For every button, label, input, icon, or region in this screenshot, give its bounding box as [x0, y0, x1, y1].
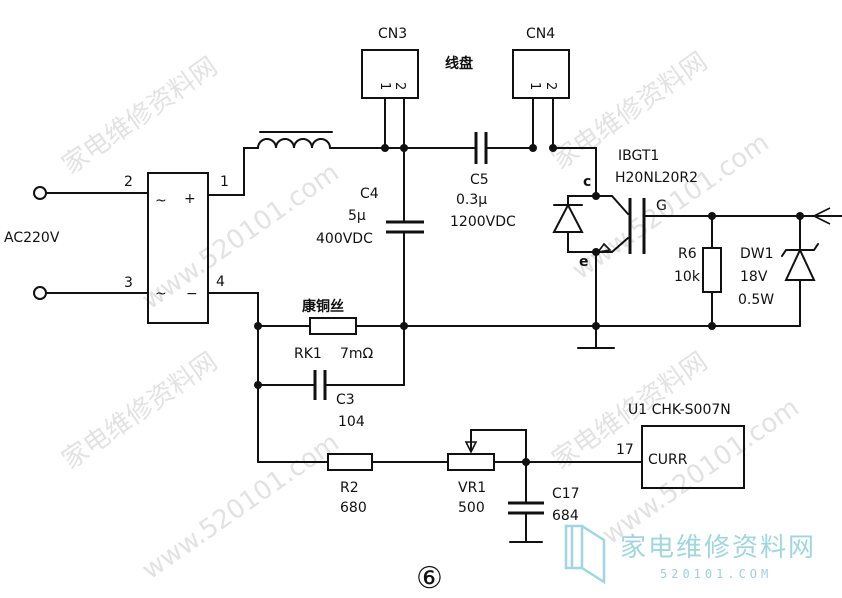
junction-bus-emitter: [592, 322, 600, 330]
watermark-url-3: www.520101.com: [137, 428, 345, 586]
figure-number: ⑥: [416, 561, 443, 596]
resistor-rk1: [309, 317, 357, 335]
label-r6-value: 10k: [674, 269, 701, 285]
site-logo: 家电维修资料网 520101.COM: [564, 524, 816, 585]
label-bridge-pin2: 2: [124, 174, 133, 190]
label-cn4: CN4: [526, 26, 555, 42]
label-c4-voltage: 400VDC: [316, 231, 373, 247]
label-r2-value: 680: [340, 500, 367, 516]
watermark-layer: 家电维修资料网 www.520101.com 家电维修资料网 www.52010…: [57, 47, 805, 586]
label-u1-pin: 17: [616, 442, 634, 458]
connector-cn4: [512, 49, 570, 99]
wire-bridge-plus: [207, 147, 259, 196]
wire-bridge-minus: [207, 292, 259, 463]
label-bridge-plus: +: [184, 191, 196, 207]
choke-inductor: [257, 131, 333, 149]
label-c5-voltage: 1200VDC: [450, 214, 516, 230]
vr1-wiper: [470, 429, 527, 463]
label-vr1-value: 500: [458, 500, 485, 516]
junction-cn3-1: [381, 144, 389, 152]
junction-bus-r6: [708, 322, 716, 330]
label-dw1-name: DW1: [740, 246, 774, 262]
wire-cn4-to-collector: [552, 147, 597, 197]
watermark-text-3: 家电维修资料网: [57, 347, 223, 476]
label-rk1-material: 康铜丝: [302, 298, 344, 315]
label-cn4-pin1: 1: [527, 82, 542, 90]
label-r6-name: R6: [678, 246, 697, 262]
zener-dw1: [781, 243, 819, 281]
label-cn3-pin2: 2: [392, 82, 407, 90]
ic-u1: [641, 425, 745, 489]
label-igbt-gate: G: [656, 198, 667, 214]
ac-terminal-top: [33, 186, 47, 200]
label-dw1-value: 18V: [740, 269, 768, 285]
label-igbt-name: IBGT1: [618, 148, 659, 164]
label-igbt-part: H20NL20R2: [615, 170, 698, 186]
label-cn3: CN3: [378, 26, 407, 42]
label-r2-name: R2: [340, 480, 359, 496]
label-c4-value: 5μ: [348, 208, 366, 224]
label-c4-name: C4: [360, 186, 379, 202]
label-c17-value: 684: [552, 508, 579, 524]
label-ac-input: AC220V: [4, 230, 60, 246]
bridge-rectifier: [147, 172, 209, 324]
logo-text: 家电维修资料网: [620, 533, 816, 563]
label-c5-value: 0.3μ: [456, 192, 487, 208]
vr1-wiper-arrow: [464, 441, 478, 454]
label-c17-name: C17: [552, 486, 580, 502]
label-u1-name: U1 CHK-S007N: [628, 402, 731, 418]
potentiometer-vr1: [447, 453, 495, 471]
label-bridge-pin3: 3: [124, 275, 133, 291]
label-bridge-pin4: 4: [216, 274, 225, 290]
label-cn4-pin2: 2: [543, 82, 558, 90]
label-c3-value: 104: [338, 414, 365, 430]
gate-input-arrow: [813, 207, 831, 225]
watermark-text-1: 家电维修资料网: [57, 52, 223, 181]
resistor-r6: [702, 247, 722, 293]
logo-url: 520101.COM: [660, 567, 772, 581]
label-c3-name: C3: [336, 392, 355, 408]
label-dw1-power: 0.5W: [738, 292, 774, 308]
label-bridge-pin1: 1: [220, 174, 229, 190]
label-c5-name: C5: [470, 172, 489, 188]
ac-terminal-bottom: [33, 286, 47, 300]
label-coil: 线盘: [445, 55, 473, 72]
label-vr1-name: VR1: [458, 480, 486, 496]
label-igbt-emitter: e: [579, 254, 589, 270]
label-cn3-pin1: 1: [377, 82, 392, 90]
label-u1-pin-name: CURR: [648, 452, 688, 468]
junction-bus-c4: [400, 322, 408, 330]
label-bridge-minus: −: [186, 286, 198, 302]
label-bridge-ac2: ~: [155, 286, 167, 302]
label-bridge-ac1: ~: [155, 193, 167, 209]
label-rk1-name: RK1: [294, 346, 322, 362]
connector-cn3: [361, 49, 419, 99]
label-igbt-collector: c: [583, 174, 591, 190]
igbt-transistor: [552, 192, 711, 349]
label-rk1-value: 7mΩ: [340, 346, 374, 362]
